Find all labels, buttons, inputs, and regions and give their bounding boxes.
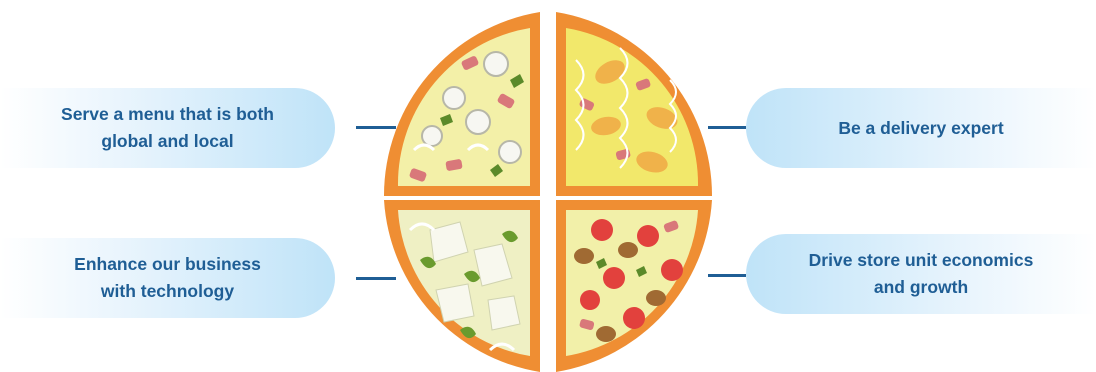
pillar-menu-global-local: Serve a menu that is both global and loc… xyxy=(0,88,335,168)
pillar-unit-economics: Drive store unit economics and growth xyxy=(746,234,1096,314)
pizza-slice-bottom-left xyxy=(384,200,540,372)
pillar-label: Be a delivery expert xyxy=(838,115,1003,142)
pillar-delivery-expert: Be a delivery expert xyxy=(746,88,1096,168)
pizza-slice-bottom-right xyxy=(556,200,712,372)
pillar-label: Serve a menu that is both global and loc… xyxy=(61,101,274,155)
connector-top-right xyxy=(708,126,746,129)
pizza-icon xyxy=(370,0,726,372)
connector-top-left xyxy=(356,126,396,129)
pillar-label: Enhance our business with technology xyxy=(74,251,261,305)
pizza-slice-top-right xyxy=(556,12,712,196)
pillar-business-technology: Enhance our business with technology xyxy=(0,238,335,318)
connector-bottom-left xyxy=(356,277,396,280)
pillar-label: Drive store unit economics and growth xyxy=(809,247,1034,301)
connector-bottom-right xyxy=(708,274,746,277)
pizza-slice-top-left xyxy=(384,12,540,196)
